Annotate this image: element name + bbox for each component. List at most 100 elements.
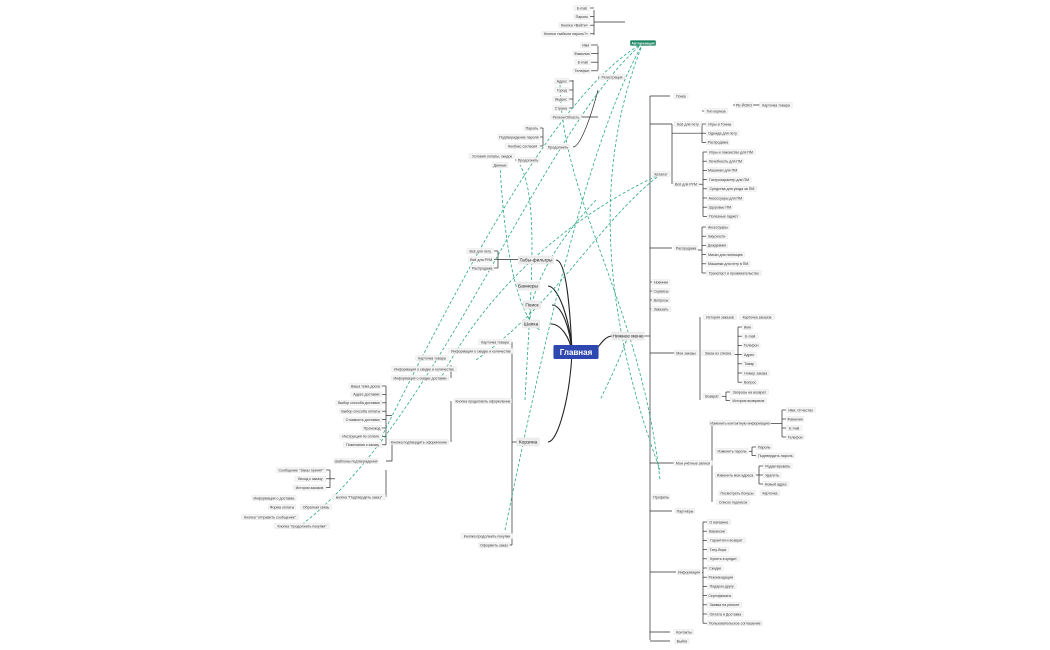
checkout-item-1[interactable]: Адрес доставки <box>350 391 383 398</box>
order-detail-1[interactable]: E-mail <box>741 333 759 339</box>
dogs-item-0[interactable]: Игры и Тоины <box>705 121 734 127</box>
address-node[interactable]: Изменить мои адреса <box>714 472 756 478</box>
confirm-via[interactable]: кнопка "Подтвердить заказ" <box>332 494 386 500</box>
info-item-7[interactable]: Подарок другу <box>706 583 737 590</box>
reg-top-2[interactable]: Кнопка «Войти» <box>558 22 591 28</box>
terms-node[interactable]: Продолжить <box>515 157 541 163</box>
address-item-2[interactable]: Новый адрес <box>762 481 789 487</box>
pets-item-1[interactable]: Лечебность для ПМ <box>706 158 744 164</box>
order-detail-5[interactable]: Номер заказа <box>741 370 770 376</box>
banners-node[interactable]: Баннеры <box>516 281 540 291</box>
confirm-item-3[interactable]: Информация о доставке <box>251 495 297 501</box>
account-node[interactable]: Мои учётные записи <box>673 460 713 466</box>
cart-card2[interactable]: Карточка товара <box>415 355 449 361</box>
catalog-extra-3[interactable]: Заказать <box>650 306 672 312</box>
registration-node[interactable]: Регистрация <box>599 74 625 80</box>
info-item-10[interactable]: Оплата и Доставка <box>706 611 744 617</box>
order-card[interactable]: Заказ из списка <box>701 350 735 356</box>
info-item-4[interactable]: Купить в кредит <box>706 556 741 562</box>
confirm-item-0[interactable]: Сообщение "Заказ принят" <box>275 467 327 473</box>
tab-item-0[interactable]: Всё для пету <box>466 248 495 254</box>
pets-item-7[interactable]: Полезные гаджет <box>706 213 741 220</box>
reg-field-3[interactable]: Телефон <box>572 68 592 74</box>
region-node[interactable]: Регион/Область <box>550 114 582 120</box>
food-node[interactable]: Тип кормов <box>703 108 729 114</box>
checkout-item-6[interactable]: Инструкция по оплате <box>339 433 383 440</box>
returns-item-0[interactable]: Запросы на возврат <box>729 389 769 395</box>
cart-card[interactable]: Карточка товара <box>478 339 512 345</box>
confirm-item-6[interactable]: Кнопка "продолжить покупки" <box>274 523 330 529</box>
address-item-0[interactable]: Редактировать <box>762 463 793 469</box>
cart-qty[interactable]: Информация о скидке и количестве <box>391 366 457 372</box>
auth-node[interactable]: Авторизация <box>630 40 656 46</box>
orders-history[interactable]: История заказов <box>703 314 737 320</box>
referral-node[interactable]: Партнёры <box>674 508 696 514</box>
reg-top-1[interactable]: Пароль <box>573 13 591 20</box>
contact-item-3[interactable]: Телефон <box>785 434 805 440</box>
header-node[interactable]: Шапка <box>522 319 540 329</box>
recovery-item-0[interactable]: Пароль <box>523 125 541 131</box>
orders-status-card[interactable]: Карточка заказов <box>739 314 775 320</box>
catalog-search[interactable]: Поиск <box>673 93 689 99</box>
subs-node[interactable]: Список подписок <box>716 499 750 505</box>
root-node[interactable]: Главная <box>553 345 599 359</box>
info-item-1[interactable]: Вакансии <box>706 528 728 534</box>
checkout-item-3[interactable]: Выбор способа оплаты <box>339 408 383 414</box>
returns-node[interactable]: Возврат <box>702 393 722 399</box>
info-item-6[interactable]: Рекомендации <box>706 574 735 580</box>
sale-item-2[interactable]: Дождевики <box>705 242 728 249</box>
info-item-5[interactable]: Скидки <box>706 565 724 571</box>
contact-item-1[interactable]: Фамилия <box>785 416 805 422</box>
food-sku[interactable]: РЕ-ЙОКО <box>734 102 754 108</box>
order-detail-4[interactable]: Товар <box>741 361 757 367</box>
tab-item-2[interactable]: Распродажа <box>470 265 495 271</box>
region-item-0[interactable]: Адрес <box>554 78 570 84</box>
reg-top-3[interactable]: Кнопка «забыли пароль?» <box>541 31 591 37</box>
region-item-2[interactable]: Индекс <box>552 96 570 102</box>
bonus-card[interactable]: Карточка <box>759 490 781 496</box>
contacts-node[interactable]: Контакты <box>673 629 695 635</box>
templates-node[interactable]: Шаблоны подтверждения <box>333 458 379 464</box>
tabs-filters-node[interactable]: Табы-фильтры <box>518 255 554 265</box>
catalog-extra-2[interactable]: Вопросы <box>651 297 671 303</box>
catalog-extra-0[interactable]: Новинки <box>651 279 671 285</box>
orders-node[interactable]: Мои заказы <box>673 350 699 356</box>
info-item-2[interactable]: Гарантия и возврат <box>706 537 746 544</box>
order-detail-2[interactable]: Телефон <box>741 342 761 349</box>
sale-item-0[interactable]: Аксессуары <box>705 224 730 230</box>
checkout-item-5[interactable]: Промокод <box>361 425 383 431</box>
info-node[interactable]: Информация <box>676 569 702 575</box>
catalog-extra-1[interactable]: Сервисы <box>651 288 671 294</box>
dogs-item-2[interactable]: Распродажа <box>705 139 730 146</box>
order-detail-6[interactable]: Вопрос <box>741 379 759 385</box>
dogs-node[interactable]: Всё для пету <box>674 121 702 127</box>
confirm-item-1[interactable]: Вхоод к заказу <box>294 476 327 482</box>
info-item-9[interactable]: Заявка на ремонт <box>706 602 743 608</box>
reg-field-0[interactable]: Имя <box>580 42 592 48</box>
pets-item-5[interactable]: Аксессуары для ПМ <box>706 195 744 201</box>
contact-item-0[interactable]: Имя, Отчество <box>785 407 816 413</box>
reg-field-2[interactable]: E-mail <box>574 59 592 65</box>
sale-item-1[interactable]: Вкусности <box>705 233 728 239</box>
search-node[interactable]: Поиск <box>523 300 541 310</box>
password-item-1[interactable]: Подтвердить пароль <box>755 452 795 459</box>
confirm-item-2[interactable]: История заказов <box>292 484 327 491</box>
region-item-3[interactable]: Страна <box>552 105 570 111</box>
region-item-1[interactable]: Город <box>554 87 570 93</box>
reg-field-1[interactable]: Фамилия <box>572 50 592 57</box>
sale-item-3[interactable]: Миски для питомцев <box>705 251 745 258</box>
sale-item-5[interactable]: Транспорт и проживательство <box>705 270 762 276</box>
pets-node[interactable]: Всё для РУМ <box>673 181 699 187</box>
checkout-item-2[interactable]: Выбор способа доставки <box>335 400 383 406</box>
info-item-3[interactable]: Тату-Ворк <box>706 546 729 553</box>
contact-node[interactable]: Изменить контактную информацию <box>709 420 771 426</box>
info-item-8[interactable]: Сертификаты <box>706 592 733 599</box>
pets-item-4[interactable]: Средства для ухода за ПМ <box>706 186 758 192</box>
checkout-item-4[interactable]: Стоимость доставки <box>343 416 383 423</box>
sale-node[interactable]: Распродажа <box>673 245 699 251</box>
checkout-item-7[interactable]: Пожелания к заказу <box>343 442 383 448</box>
pets-item-3[interactable]: Гастрохарактер для ПМ <box>706 176 752 183</box>
profile-node[interactable]: Профиль <box>651 494 671 500</box>
tab-item-1[interactable]: Всё для РУМ <box>468 256 495 263</box>
cart-discount[interactable]: Информация о скидке доставки <box>391 375 449 381</box>
